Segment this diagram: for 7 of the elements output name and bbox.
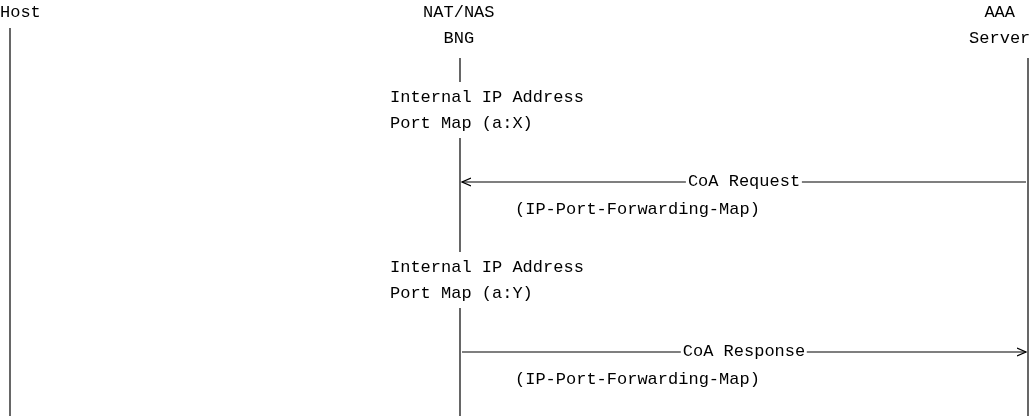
- participant-label: AAA Server: [968, 2, 1032, 50]
- parameter-label: (IP-Port-Forwarding-Map): [515, 199, 760, 221]
- parameter-label: (IP-Port-Forwarding-Map): [515, 369, 760, 391]
- note: Internal IP Address Port Map (a:Y): [390, 257, 585, 305]
- participant-label: NAT/NAS BNG: [422, 2, 496, 50]
- participant-label: Host: [0, 2, 42, 24]
- note: Internal IP Address Port Map (a:X): [390, 87, 585, 135]
